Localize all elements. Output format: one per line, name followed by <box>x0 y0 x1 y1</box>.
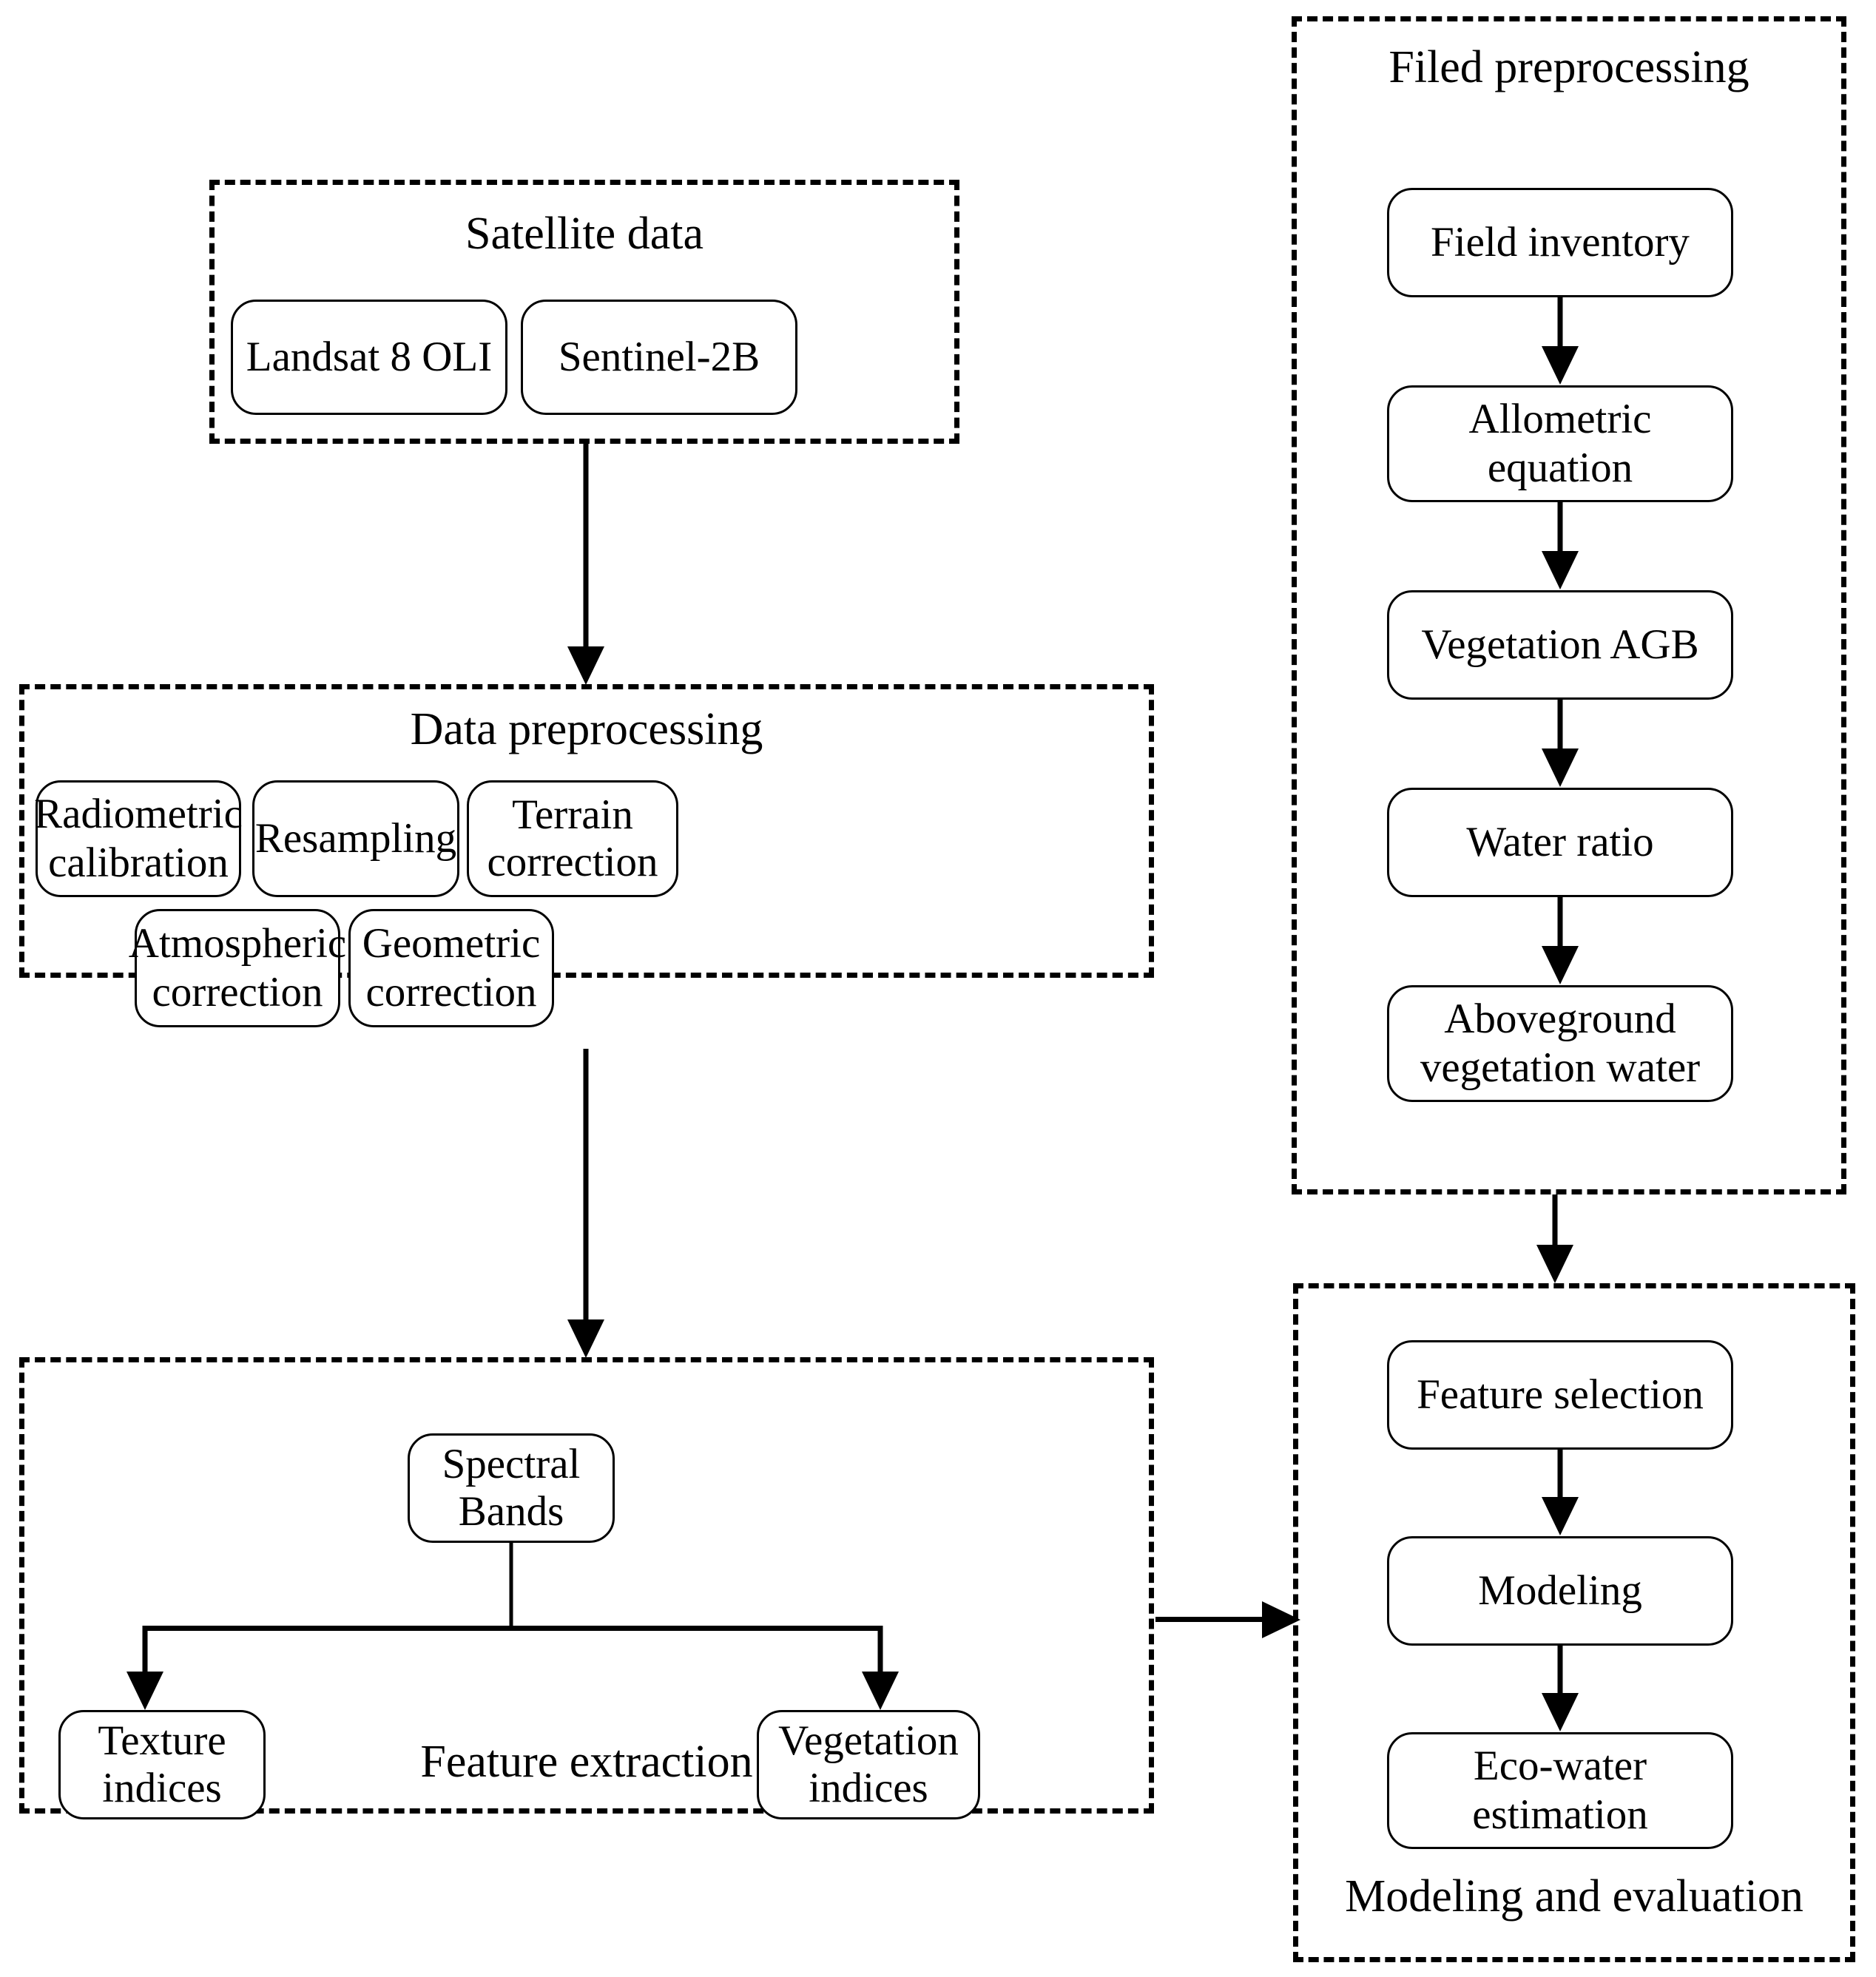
edge-spectral-to-vegetation-arrowhead <box>862 1672 899 1710</box>
group-title-data-preprocessing: Data preprocessing <box>410 704 763 754</box>
node-feature-selection[interactable]: Feature selection <box>1387 1340 1733 1450</box>
node-label-allometric-equation-line2: equation <box>1487 445 1633 491</box>
node-label-vegetation-agb: Vegetation AGB <box>1421 621 1699 669</box>
edge-satellite-to-preprocessing-arrowhead <box>567 646 604 685</box>
edge-satellite-to-preprocessing-line <box>583 444 589 649</box>
node-aboveground-vegetation-water[interactable]: Aboveground vegetation water <box>1387 985 1733 1102</box>
edge-spectral-split-bar <box>143 1626 883 1631</box>
node-geometric-correction[interactable]: Geometric correction <box>348 909 554 1027</box>
node-label-modeling: Modeling <box>1478 1567 1642 1615</box>
group-satellite-data: Satellite data Landsat 8 OLI Sentinel-2B <box>209 180 959 444</box>
node-label-vegetation-indices: Vegetation indices <box>778 1717 959 1811</box>
group-title-feature-extraction: Feature extraction <box>420 1737 753 1787</box>
node-vegetation-agb[interactable]: Vegetation AGB <box>1387 590 1733 700</box>
node-field-inventory[interactable]: Field inventory <box>1387 188 1733 297</box>
edge-modeling-to-ecowater-line <box>1557 1646 1563 1696</box>
node-label-geometric-correction-line1: Geometric <box>362 919 541 967</box>
edge-spectral-to-texture-arrowhead <box>126 1672 163 1710</box>
node-eco-water-estimation[interactable]: Eco-water estimation <box>1387 1732 1733 1849</box>
node-label-radiometric-calibration-line2: calibration <box>48 839 229 886</box>
node-label-radiometric-calibration-line1: Radiometric <box>34 790 243 837</box>
node-label-atmospheric-correction-line1: Atmospheric <box>128 919 347 967</box>
edge-inventory-to-allometric-line <box>1557 297 1563 349</box>
group-title-filed-preprocessing: Filed preprocessing <box>1389 42 1750 92</box>
node-resampling[interactable]: Resampling <box>252 780 459 897</box>
edge-selection-to-modeling-arrowhead <box>1542 1497 1579 1535</box>
node-radiometric-calibration[interactable]: Radiometric calibration <box>34 780 243 897</box>
edge-water-ratio-to-avw-line <box>1557 897 1563 949</box>
node-label-eco-water-estimation-line2: estimation <box>1472 1791 1648 1838</box>
node-terrain-correction[interactable]: Terrain correction <box>467 780 678 897</box>
node-atmospheric-correction[interactable]: Atmospheric correction <box>129 909 346 1027</box>
node-label-feature-selection: Feature selection <box>1417 1371 1704 1419</box>
node-label-spectral-bands: Spectral Bands <box>442 1441 581 1535</box>
node-label-allometric-equation-line1: Allometric <box>1468 395 1652 442</box>
group-title-modeling-and-evaluation: Modeling and evaluation <box>1345 1871 1804 1922</box>
node-allometric-equation[interactable]: Allometric equation <box>1387 385 1733 502</box>
edge-spectral-split-stem <box>509 1543 513 1629</box>
edge-allometric-to-agb-arrowhead <box>1542 551 1579 589</box>
node-texture-indices[interactable]: Texture indices <box>58 1710 266 1819</box>
node-label-aboveground-vegetation-water-line2: vegetation water <box>1420 1044 1701 1091</box>
node-label-atmospheric-correction-line2: correction <box>152 969 323 1015</box>
group-modeling-and-evaluation: Feature selection Modeling Eco-water est… <box>1293 1283 1855 1962</box>
node-water-ratio[interactable]: Water ratio <box>1387 788 1733 897</box>
node-label-eco-water-estimation-line1: Eco-water <box>1473 1742 1647 1789</box>
node-label-landsat-8-oli: Landsat 8 OLI <box>246 334 493 381</box>
group-data-preprocessing: Data preprocessing Radiometric calibrati… <box>19 684 1154 1027</box>
node-label-field-inventory: Field inventory <box>1431 219 1690 266</box>
edge-filed-to-modeling-arrowhead <box>1536 1245 1573 1283</box>
edge-filed-to-modeling-line <box>1552 1194 1558 1248</box>
edge-water-ratio-to-avw-arrowhead <box>1542 946 1579 984</box>
node-label-resampling: Resampling <box>254 815 457 862</box>
group-filed-preprocessing: Filed preprocessing Field inventory Allo… <box>1292 16 1846 1194</box>
edge-spectral-split-right-drop <box>877 1626 883 1674</box>
group-title-satellite-data: Satellite data <box>465 209 704 259</box>
edge-modeling-to-ecowater-arrowhead <box>1542 1693 1579 1731</box>
edge-inventory-to-allometric-arrowhead <box>1542 346 1579 385</box>
node-spectral-bands[interactable]: Spectral Bands <box>408 1433 615 1543</box>
edge-agb-to-water-ratio-arrowhead <box>1542 748 1579 787</box>
edge-spectral-split-left-drop <box>142 1626 148 1674</box>
edge-selection-to-modeling-line <box>1557 1450 1563 1500</box>
node-label-water-ratio: Water ratio <box>1466 819 1654 866</box>
node-label-sentinel-2b: Sentinel-2B <box>558 334 760 381</box>
edge-preprocessing-to-feature-line <box>583 1049 589 1322</box>
node-label-texture-indices: Texture indices <box>98 1717 226 1811</box>
node-vegetation-indices[interactable]: Vegetation indices <box>757 1710 980 1819</box>
node-modeling[interactable]: Modeling <box>1387 1536 1733 1646</box>
node-landsat-8-oli[interactable]: Landsat 8 OLI <box>231 300 507 415</box>
group-feature-extraction: Spectral Bands Texture indices Vegetatio… <box>19 1357 1154 1819</box>
node-label-terrain-correction: Terrain correction <box>487 791 658 885</box>
node-label-geometric-correction-line2: correction <box>365 969 537 1015</box>
node-sentinel-2b[interactable]: Sentinel-2B <box>521 300 797 415</box>
edge-agb-to-water-ratio-line <box>1557 700 1563 751</box>
edge-preprocessing-to-feature-arrowhead <box>567 1319 604 1358</box>
edge-allometric-to-agb-line <box>1557 502 1563 554</box>
edge-feature-to-modeling-line <box>1155 1617 1268 1622</box>
node-label-aboveground-vegetation-water-line1: Aboveground <box>1444 995 1676 1042</box>
